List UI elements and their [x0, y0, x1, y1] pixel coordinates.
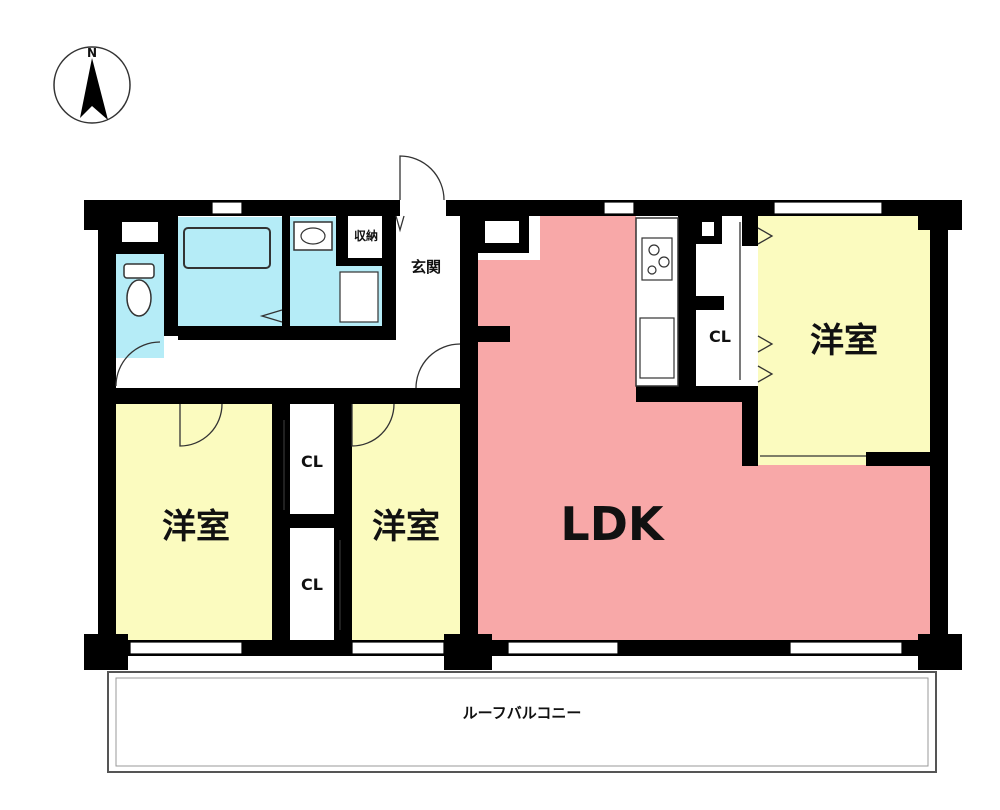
window-ldk-left	[507, 641, 619, 655]
storage-door-icon	[395, 215, 405, 233]
toilet-tank-icon	[123, 263, 155, 279]
window-western-middle	[351, 641, 445, 655]
window-kitchen	[603, 201, 635, 215]
balcony-inner-line	[115, 677, 929, 767]
wall-entrance-left	[382, 216, 396, 340]
pillar-top-right	[918, 200, 962, 230]
balcony-outline	[107, 671, 937, 773]
doors	[115, 155, 866, 630]
compass-north-label: N	[87, 46, 97, 60]
entrance-label: 玄関	[411, 258, 441, 276]
wall-closet-left	[272, 388, 290, 640]
ldk-door-icon	[415, 343, 461, 389]
wall-storage-left	[336, 216, 348, 262]
pipe-space-ldk	[475, 211, 529, 253]
wall-right	[930, 200, 948, 668]
window-western-left	[129, 641, 243, 655]
western-room-left-area	[116, 402, 274, 640]
western-room-right-area	[758, 215, 930, 465]
pipe-space-left	[110, 210, 170, 254]
wall-left	[98, 200, 116, 668]
pipe-space-closet	[694, 214, 722, 244]
ldk-label: LDK	[560, 497, 665, 551]
bathtub-icon	[183, 227, 271, 269]
room-fills	[116, 215, 930, 640]
storage-label: 収納	[354, 228, 378, 243]
pillar-bottom-right	[918, 634, 962, 670]
wall-storage-bottom	[336, 258, 396, 266]
pillar-bottom-left	[84, 634, 128, 670]
room-labels: LDK 洋室 洋室 洋室 玄関 収納 CL CL CL	[162, 228, 878, 594]
western-middle-door-icon	[351, 403, 395, 447]
washbasin-icon	[293, 221, 333, 251]
closet-kitchen-label: CL	[709, 327, 731, 346]
balcony-label: ルーフバルコニー	[463, 704, 582, 722]
wall-ldk-stub	[478, 326, 510, 342]
window-bath	[211, 201, 243, 215]
western-room-left-label: 洋室	[162, 507, 230, 547]
wall-kitchen-closet	[678, 216, 696, 402]
wall-closet-shelf	[696, 296, 724, 310]
washing-machine-pan-icon	[339, 271, 379, 323]
bath-door-icon	[259, 309, 283, 323]
wall-bath-wash	[282, 216, 290, 328]
western-room-middle-label: 洋室	[372, 507, 440, 547]
windows	[129, 201, 903, 655]
wall-closet-right	[334, 388, 352, 640]
wall-western-bottom	[866, 452, 930, 466]
window-ldk-right	[789, 641, 903, 655]
compass-arrow-icon	[80, 58, 108, 120]
toilet-bowl-icon	[126, 279, 152, 317]
closet-lower-label: CL	[301, 575, 323, 594]
wall-wet-bottom	[178, 326, 388, 340]
toilet-door-icon	[115, 341, 161, 387]
ldk-area	[478, 215, 930, 640]
wall-western-left	[742, 386, 758, 466]
kitchen-sink-icon	[639, 317, 675, 379]
entrance-door-icon	[399, 155, 445, 201]
compass: N	[53, 46, 131, 124]
wall-western-top-left	[742, 216, 758, 246]
western-room-middle-area	[350, 402, 460, 640]
window-western-right	[773, 201, 883, 215]
closet-upper-label: CL	[301, 452, 323, 471]
western-left-door-icon	[179, 403, 223, 447]
wall-closet-divider	[290, 514, 334, 528]
wall-kitchen-bottom	[636, 386, 756, 402]
stove-icon	[641, 237, 673, 281]
closet-door-icon	[757, 227, 774, 245]
balcony: ルーフバルコニー	[107, 671, 937, 773]
fixtures	[123, 217, 679, 387]
western-room-right-label: 洋室	[810, 321, 878, 361]
wall-ldk-left	[460, 216, 478, 640]
